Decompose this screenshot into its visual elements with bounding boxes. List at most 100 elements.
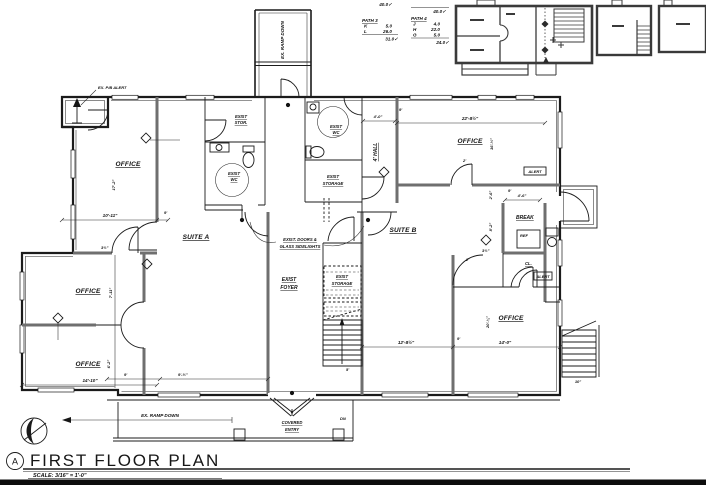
toilet-tank-icon	[305, 145, 312, 159]
room-label-exist-foyer-1: EXIST	[282, 277, 297, 283]
room-label-break: BREAK	[516, 215, 534, 221]
dim-4-0: 4'-0"	[373, 114, 383, 119]
key-plan-thumbnail-1	[454, 0, 594, 76]
ex-ramp-down-label-top: EX. RAMP DOWN	[280, 20, 285, 59]
interior-walls	[22, 96, 560, 395]
room-label-exist-storage-mid-2: STORAGE	[332, 281, 353, 286]
room-label-exist-wc-left-1: EXIST	[228, 171, 241, 176]
thumbnail-stair	[553, 8, 585, 43]
dim-17-2: 17'-2"	[111, 179, 116, 190]
door-tag-diamonds	[52, 132, 492, 340]
room-label-exist-wc-right-2: WC	[333, 130, 341, 135]
dim-20-q: 20'-¼"	[485, 316, 490, 329]
alert-boxes: ALERT ALERT	[523, 166, 553, 281]
refrigerator-icon	[516, 229, 541, 249]
wc-right-fixtures	[305, 101, 349, 159]
toilet-bowl-icon	[242, 152, 255, 168]
dim-9d: 9'	[457, 336, 461, 341]
path4-row1-key: J	[413, 22, 416, 27]
wc-left-fixtures	[209, 142, 255, 197]
exterior-walls	[20, 95, 562, 397]
dim-14-10: 14'-10"	[82, 378, 98, 383]
exist-doors-label-1: EXIST. DOORS &	[283, 237, 317, 242]
path3-row2-key: L	[364, 29, 367, 34]
path4-row2-val: 22.0	[430, 27, 440, 32]
turning-circle	[215, 163, 249, 197]
dim-16-h: 16'-½"	[489, 138, 494, 150]
partial-total-left: 40.0✓	[378, 2, 392, 7]
entry-porch: EX. RAMP DOWN COVERED ENTRY DN	[62, 390, 560, 442]
path-node-dot	[285, 102, 291, 108]
room-labels: OFFICE OFFICE OFFICE SUITE A SUITE B OFF…	[75, 114, 534, 368]
windows	[19, 94, 563, 398]
turning-circle	[317, 106, 349, 138]
scale-note: SCALE: 3/16" = 1'-0"	[33, 473, 87, 479]
room-label-office-se: OFFICE	[498, 315, 523, 322]
path-markers	[541, 20, 564, 54]
key-plan-thumbnail-3	[657, 0, 706, 54]
path4-row3-val: 5.0	[434, 33, 441, 38]
alert-label-bottom: ALERT	[535, 274, 550, 279]
room-label-exist-foyer-2: FOYER	[280, 285, 298, 291]
dim-3h-a: 3½"	[101, 245, 109, 250]
porch-post	[332, 428, 345, 441]
right-exit-vestibule	[557, 185, 598, 229]
path4-total: 24.0✓	[435, 40, 449, 45]
room-label-cl: CL.	[525, 261, 532, 266]
exterior-stair-right: 10"	[561, 320, 600, 384]
lavatory-icon	[547, 237, 557, 247]
dim-2a: 2'	[462, 158, 467, 163]
dimensions: 10'-11" 9' 17'-2" 14'-10" 3½" 7'-11" 6'-…	[19, 107, 563, 388]
room-label-exist-storage-top-1: EXIST	[327, 174, 340, 179]
dim-7-11: 7'-11"	[108, 288, 113, 299]
path3-total: 31.0✓	[385, 37, 398, 42]
room-label-office-w2: OFFICE	[75, 361, 100, 368]
lavatory-icon	[209, 142, 230, 153]
path3-title: PATH 3	[362, 18, 378, 23]
dim-12-8: 12'-8½"	[398, 339, 415, 345]
dim-9b: 9'	[399, 107, 403, 112]
detail-letter: A	[12, 457, 18, 467]
entry-vestibule-arrow	[72, 98, 109, 131]
dn-label: DN	[340, 416, 346, 421]
covered-entry-label-1: COVERED	[282, 420, 303, 425]
ex-pb-alert-label: EX. P/B ALERT	[98, 85, 127, 90]
stair-dim: 10"	[575, 379, 581, 384]
path3-row2-val: 26.0	[382, 29, 392, 34]
room-label-exist-stor-1: EXIST	[235, 114, 248, 119]
path-tables: 40.0✓ 40.0✓ PATH 3 K 5.0 L 26.0 31.0✓ PA…	[362, 2, 449, 45]
dim-9e: 9'	[124, 372, 128, 377]
dim-2b: 2'	[465, 257, 470, 262]
bottom-bar	[0, 479, 706, 485]
annotation-labels: EX. P/B ALERT EXIST. DOORS & GLASS SIDEL…	[80, 85, 365, 249]
dim-2-6: 2'-6"	[488, 191, 493, 201]
ramp-direction-arrow	[62, 417, 71, 423]
toilet-bowl-icon	[309, 146, 325, 158]
dim-8-2: 8'-2"	[488, 223, 493, 232]
north-compass-logo	[20, 417, 48, 445]
break-fixtures: REF	[516, 227, 559, 249]
dim-10-11: 10'-11"	[103, 213, 119, 218]
alert-label-top: ALERT	[527, 169, 542, 174]
dim-9a: 9'	[164, 210, 168, 215]
path4-row1-val: 4.0	[433, 22, 441, 27]
dim-9c: 9'	[508, 188, 512, 193]
center-storage-stairs: 5'	[322, 265, 363, 372]
room-label-office-w1: OFFICE	[75, 288, 100, 295]
stair-direction-arrow	[339, 318, 345, 325]
path4-title: PATH 4	[411, 16, 427, 21]
room-label-suite-a: SUITE A	[183, 234, 210, 241]
partial-total-right: 40.0✓	[432, 9, 446, 14]
drawing-title: FIRST FLOOR PLAN	[30, 451, 220, 470]
room-label-exist-storage-mid-1: EXIST	[336, 274, 349, 279]
dim-9-h: 9'-½"	[178, 372, 188, 377]
up-arrow-icon	[73, 98, 81, 107]
porch-post	[233, 428, 246, 441]
room-label-exist-storage-top-2: STORAGE	[323, 181, 344, 186]
detail-bubble	[6, 452, 24, 470]
room-label-office-ne: OFFICE	[457, 138, 482, 145]
path4-row2-key: H	[413, 27, 417, 32]
covered-entry-label-2: ENTRY	[285, 427, 300, 432]
room-label-suite-b: SUITE B	[389, 227, 416, 234]
dim-4-6: 4'-6"	[517, 193, 527, 198]
